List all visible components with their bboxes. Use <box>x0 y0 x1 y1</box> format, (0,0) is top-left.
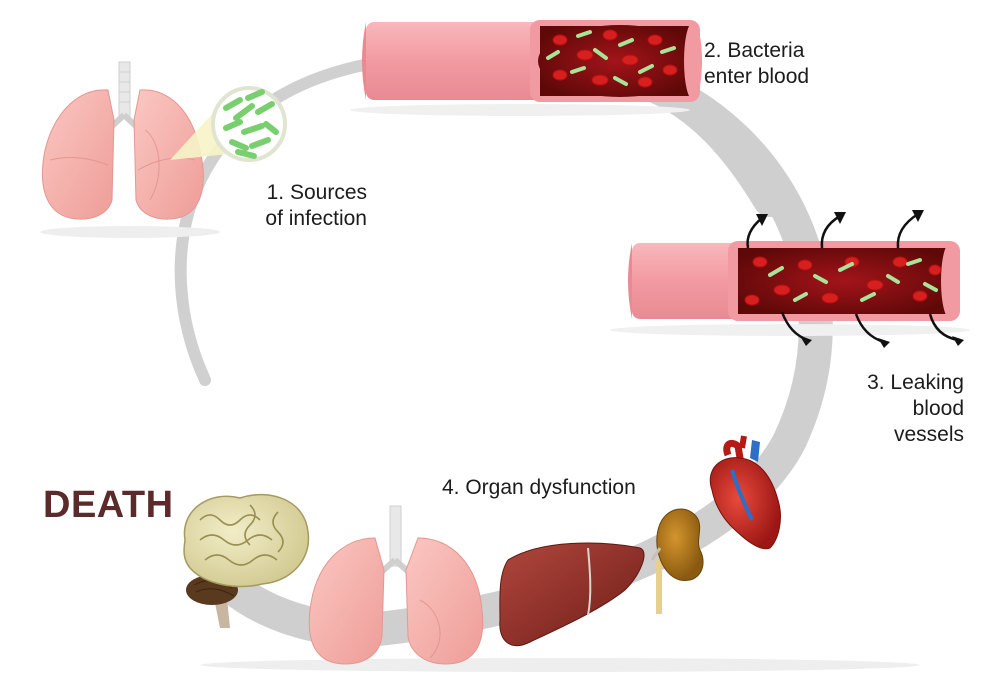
blood-vessel-icon <box>362 20 702 102</box>
death-label: DEATH <box>43 484 174 526</box>
leaking-blood-vessel-icon <box>628 210 964 348</box>
step-1-label: 1. Sources of infection <box>236 180 367 232</box>
step-2-label: 2. Bacteria enter blood <box>704 38 864 90</box>
liver-icon <box>499 542 645 647</box>
brain-icon <box>183 493 310 628</box>
step-1-line-2: of infection <box>265 207 367 230</box>
kidney-icon <box>650 508 704 614</box>
step-4-label: 4. Organ dysfunction <box>442 475 682 501</box>
lungs-icon <box>42 61 204 220</box>
step-3-line-1: 3. Leaking <box>867 371 964 394</box>
step-2-line-2: enter blood <box>704 65 810 88</box>
step-3-line-3: vessels <box>893 423 964 446</box>
step-2-line-1: 2. Bacteria <box>704 39 805 62</box>
heart-icon <box>709 435 781 550</box>
step-4-line-1: 4. Organ dysfunction <box>442 476 636 499</box>
step-1-line-1: 1. Sources <box>266 181 367 204</box>
step-3-line-2: blood <box>912 397 964 420</box>
bacteria-magnifier-icon <box>170 86 287 162</box>
lungs-bottom-icon <box>308 505 484 665</box>
step-3-label: 3. Leaking blood vessels <box>820 370 964 448</box>
